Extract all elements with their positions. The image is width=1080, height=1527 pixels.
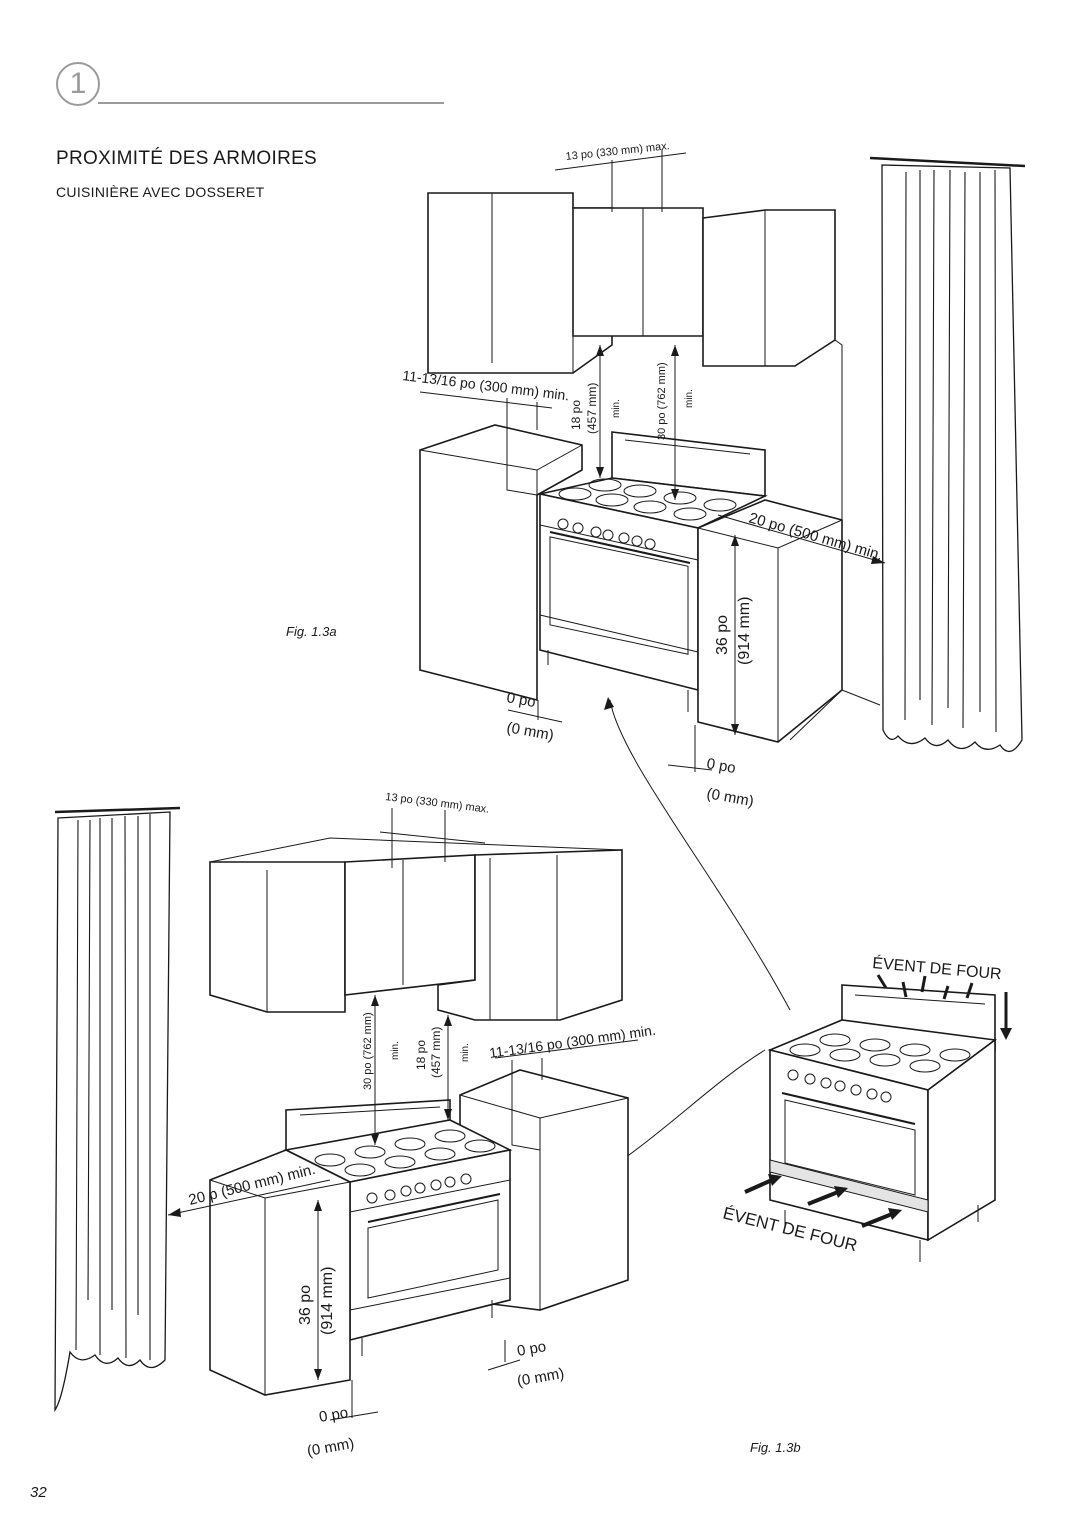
knobs-b — [366, 1173, 472, 1204]
dim-top-max-a: 13 po (330 mm) max. — [565, 140, 670, 163]
dim-36-po-b: 36 po — [297, 1285, 314, 1325]
dim-30-min-b: min. — [390, 1041, 401, 1060]
gap-left-po-b: 0 po — [318, 1404, 350, 1426]
curtain-left — [54, 806, 181, 1413]
vent-arrows-top — [876, 974, 1012, 1040]
base-cabinet-right-a — [697, 499, 843, 743]
dim-30-po-a: 30 po (762 mm) — [656, 362, 668, 440]
dim-457-mm-b: (457 mm) — [429, 1027, 443, 1078]
range-a — [539, 431, 768, 712]
dim-top-max-b: 13 po (330 mm) max. — [385, 791, 490, 816]
burners-b — [314, 1129, 496, 1177]
dim-side-min-b: 11-13/16 po (300 mm) min. — [488, 1022, 656, 1061]
dim-457-mm-a: (457 mm) — [585, 383, 599, 434]
curtain-right — [869, 156, 1026, 752]
dim-30-po-b: 30 po (762 mm) — [362, 1012, 374, 1090]
burners-a — [558, 478, 737, 521]
chapter-number: 1 — [69, 67, 87, 100]
page-number: 32 — [30, 1484, 47, 1501]
chapter-number-badge: 1 — [56, 62, 100, 106]
page-title: PROXIMITÉ DES ARMOIRES — [56, 148, 318, 169]
dim-36-po-a: 36 po — [714, 615, 731, 655]
page-subtitle: CUISINIÈRE AVEC DOSSERET — [56, 184, 265, 200]
range-b — [283, 1099, 513, 1356]
dim-18-min-b: min. — [460, 1043, 471, 1062]
oven-vent-detail: ÉVENT DE FOUR ÉVENT DE FOUR — [721, 953, 1012, 1262]
dimension-lines-b — [167, 808, 639, 1421]
dim-914-mm-a: (914 mm) — [736, 597, 753, 665]
figure-1-3a: 13 po (330 mm) max. 11-13/16 po (300 mm)… — [402, 140, 1026, 810]
dim-30-min-a: min. — [684, 389, 695, 408]
gap-left-mm-a: (0 mm) — [505, 719, 555, 744]
knobs-a — [557, 518, 656, 550]
gap-left-po-a: 0 po — [505, 689, 537, 711]
dimension-lines-a — [419, 150, 886, 772]
base-cabinet-left-a — [419, 424, 583, 702]
figure-1-3b: 13 po (330 mm) max. 11-13/16 po (300 mm)… — [54, 791, 657, 1460]
gap-right-po-b: 0 po — [516, 1338, 548, 1360]
figure-1-3b-label: Fig. 1.3b — [750, 1440, 801, 1455]
gap-left-mm-b: (0 mm) — [306, 1435, 356, 1460]
vent-arrows-bottom — [744, 1174, 902, 1228]
gap-right-mm-b: (0 mm) — [516, 1365, 566, 1390]
dim-18-po-b: 18 po — [414, 1040, 428, 1070]
chapter-rule — [98, 102, 444, 104]
dim-18-po-a: 18 po — [569, 400, 583, 430]
figure-1-3a-label: Fig. 1.3a — [286, 624, 337, 639]
upper-cabinets-a — [427, 192, 836, 374]
gap-right-mm-a: (0 mm) — [705, 785, 755, 810]
vent-label-top: ÉVENT DE FOUR — [872, 953, 1003, 983]
knobs-vent — [787, 1069, 892, 1103]
upper-cabinets-b — [209, 837, 623, 1021]
burners-vent — [789, 1033, 971, 1073]
dim-18-min-a: min. — [611, 399, 622, 418]
base-cabinet-left-b — [209, 1149, 351, 1396]
gap-right-po-a: 0 po — [705, 755, 737, 777]
dim-914-mm-b: (914 mm) — [319, 1267, 336, 1335]
